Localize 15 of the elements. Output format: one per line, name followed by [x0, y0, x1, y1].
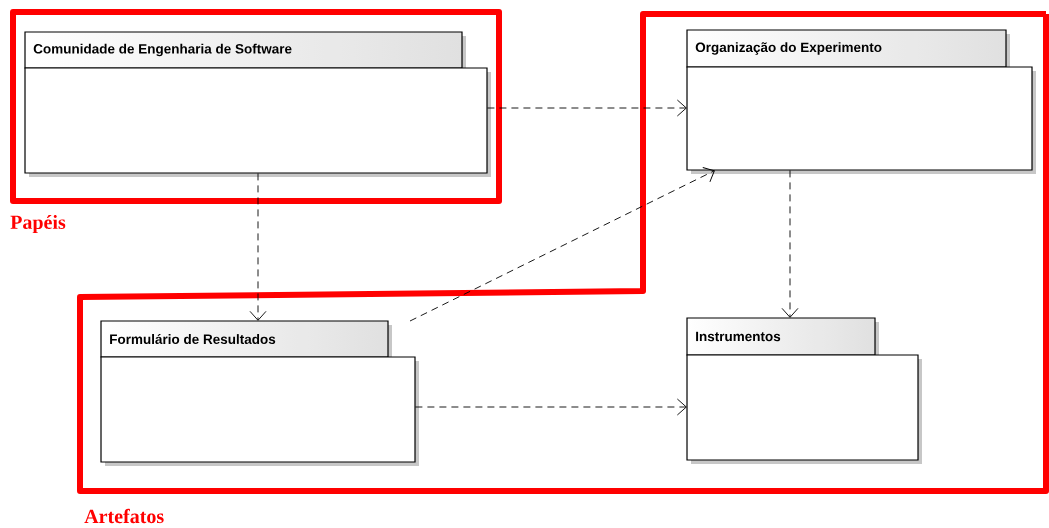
node-label: Artefatos	[84, 508, 164, 524]
dependency-arrow	[409, 167, 715, 322]
node-label: Instrumentos	[696, 331, 781, 342]
dependency-arrow	[414, 398, 687, 416]
dependency-arrow	[249, 172, 267, 321]
node-label: Papéis	[10, 214, 66, 234]
package-box: Comunidade de Engenharia de Software	[24, 31, 491, 177]
node-label: Comunidade de Engenharia de Software	[33, 43, 292, 57]
node-label: Organização do Experimento	[695, 42, 882, 55]
node-label: Formulário de Resultados	[110, 333, 276, 345]
package-box: Instrumentos	[686, 317, 922, 464]
dependency-arrow	[486, 99, 687, 117]
package-box: Formulário de Resultados	[100, 320, 419, 466]
package-box: Organização do Experimento	[686, 29, 1036, 174]
dependency-arrow	[781, 169, 799, 318]
